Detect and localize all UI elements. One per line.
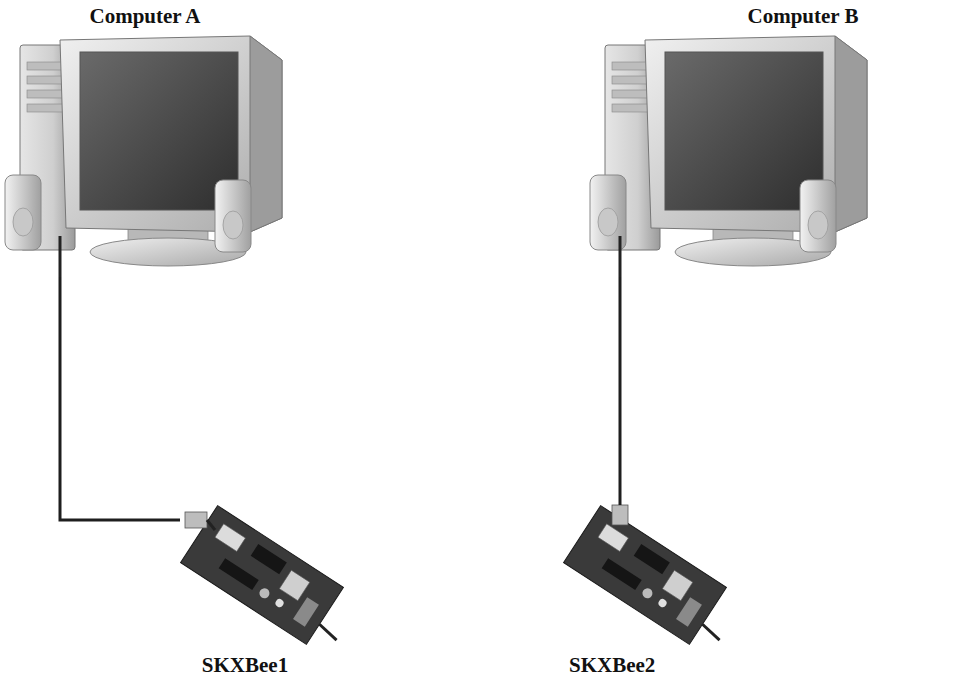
node-label: SKXBee2 [569,653,655,677]
node-label: Computer A [89,4,200,28]
node-label: SKXBee1 [202,653,288,677]
serial-cable [60,277,180,520]
cable-stub [619,236,622,277]
computer-node: Computer B [585,4,885,277]
cable-stub [207,520,215,530]
cable-stub [59,236,62,277]
xbee-board [181,506,363,657]
computer-illustration [590,36,867,266]
serial-connector [612,505,628,525]
serial-cable [619,277,622,505]
serial-connector [185,512,207,528]
xbee-node: SKXBee1 [180,505,340,681]
computer-illustration [5,36,282,266]
computer-node: Computer A [0,4,300,277]
xbee-board [564,506,746,657]
node-label: Computer B [747,4,858,28]
xbee-node: SKXBee2 [565,505,705,681]
